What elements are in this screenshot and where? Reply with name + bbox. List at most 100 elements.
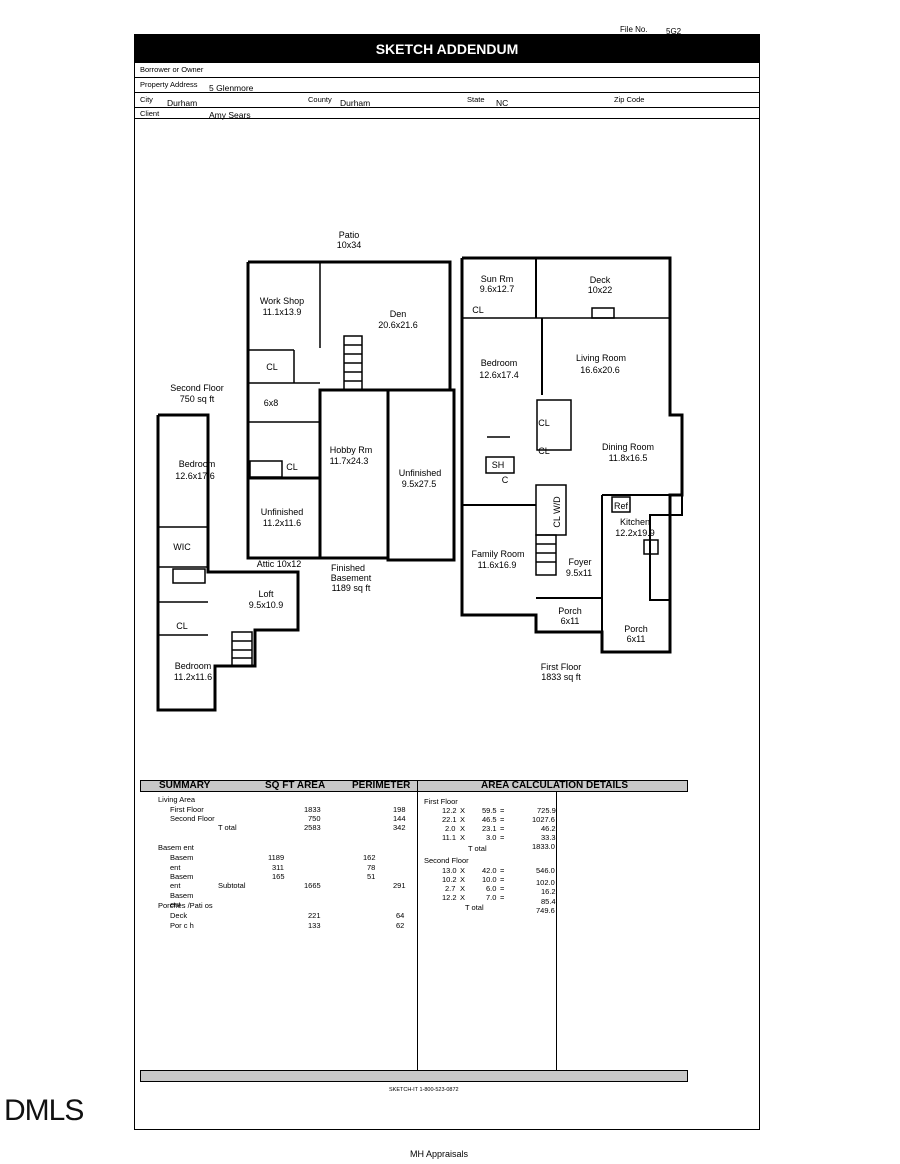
room-name: Sun Rm (481, 274, 514, 284)
calc-x-sign: X (460, 893, 466, 902)
client-row: Client Amy Sears (134, 108, 760, 120)
row-area: 750 (308, 814, 321, 823)
row-area: 1833 (304, 805, 321, 814)
floor-plan-sketch: Patio 10x34 Second Floor 750 sq ft Finis… (156, 230, 684, 712)
calc-b: 42.0 (482, 866, 497, 875)
room-name: Dining Room (602, 442, 654, 452)
calc-eq-sign: = (500, 866, 505, 875)
row-area: 2583 (304, 823, 321, 832)
room-name: CL (176, 621, 188, 631)
room-name: Work Shop (260, 296, 304, 306)
row-label: Basem (170, 891, 194, 900)
room-name: Foyer (568, 557, 591, 567)
room-size: 11.6x16.9 (478, 560, 517, 570)
row-perim: 291 (393, 881, 406, 890)
second-floor-title: Second Floor (170, 383, 224, 393)
room-name: Bedroom (179, 459, 216, 469)
calc-a: 12.2 (442, 806, 457, 815)
basement-title-2: Basement (331, 573, 372, 583)
row-perim: 62 (396, 921, 405, 930)
calc-a: 2.7 (445, 884, 456, 893)
borrower-label: Borrower or Owner (140, 65, 204, 74)
first-floor-calc-title: First Floor (424, 797, 458, 806)
row-area: 165 (272, 872, 285, 881)
row-subtotal-label: Subtotal (218, 881, 246, 890)
second-floor-outline (156, 413, 300, 712)
second-floor-area: 750 sq ft (180, 394, 215, 404)
calc-x-sign: X (460, 806, 466, 815)
row-perim: 144 (393, 814, 406, 823)
summary-bottom-bar (140, 1070, 688, 1082)
row-perim: 342 (393, 823, 406, 832)
city-label: City (140, 95, 153, 104)
column-divider (417, 780, 418, 1070)
calc-eq-sign: = (500, 824, 505, 833)
calc-b: 10.0 (482, 875, 497, 884)
calc-b: 3.0 (486, 833, 497, 842)
calc-x-sign: X (460, 866, 466, 875)
room-size: 9.5x10.9 (249, 600, 284, 610)
calc-details-heading: AREA CALCULATION DETAILS (481, 780, 629, 791)
room-size: 20.6x21.6 (378, 320, 418, 330)
calc-x-sign: X (460, 815, 466, 824)
basement-unfinished-right (386, 388, 456, 562)
row-area: 133 (308, 921, 321, 930)
calc-eq-sign: = (500, 815, 505, 824)
room-size: 11.8x16.5 (609, 453, 648, 463)
client-label: Client (140, 109, 160, 118)
porches-label: Porches /Pati os (158, 901, 213, 910)
room-name: Living Room (576, 353, 626, 363)
room-name: CL (266, 362, 278, 372)
calc-eq-sign: = (500, 884, 505, 893)
room-name: CL (538, 446, 550, 456)
page-title: SKETCH ADDENDUM (134, 34, 760, 63)
calc-result: 46.2 (541, 824, 556, 833)
calc-result: 1027.6 (532, 815, 555, 824)
calc-b: 7.0 (486, 893, 497, 902)
calc-total: 749.6 (536, 906, 555, 915)
room-name: Unfinished (261, 507, 304, 517)
room-size: 11.1x13.9 (263, 307, 302, 317)
room-name: Bedroom (175, 661, 212, 671)
room-size: 11.2x11.6 (174, 672, 212, 682)
company-name: MH Appraisals (410, 1149, 469, 1159)
location-row: City Durham County Durham State NC Zip C… (134, 93, 760, 108)
room-name: WIC (173, 542, 191, 552)
room-size: 6x11 (627, 634, 646, 644)
summary-header: SUMMARY SQ FT AREA PERIMETER AREA CALCUL… (140, 780, 688, 792)
room-size: 9.5x27.5 (402, 479, 437, 489)
room-name: Den (390, 309, 407, 319)
room-name: Ref (614, 501, 629, 511)
city-value: Durham (167, 98, 198, 108)
calc-b: 23.1 (482, 824, 497, 833)
sketch-credit: SKETCH-IT 1-800-523-0872 (389, 1087, 459, 1093)
room-size: 12.6x17.4 (479, 370, 519, 380)
sqft-heading: SQ FT AREA (265, 780, 326, 791)
property-value: 5 Glenmore (209, 83, 254, 93)
room-size: 9.5x11 (566, 568, 592, 578)
room-name: Porch (624, 624, 648, 634)
room-name: C (502, 475, 509, 485)
row-label: Second Floor (170, 814, 215, 823)
calc-a: 2.0 (445, 824, 456, 833)
room-name: Family Room (471, 549, 524, 559)
row-label: ent (170, 900, 181, 909)
basement-title-1: Finished (331, 563, 365, 573)
file-number-label: File No. (620, 25, 648, 34)
perimeter-heading: PERIMETER (352, 780, 411, 791)
row-label: Basem (170, 853, 194, 862)
state-value: NC (496, 98, 509, 108)
calc-result: 725.9 (537, 806, 556, 815)
row-perim: 51 (367, 872, 376, 881)
calc-a: 22.1 (442, 815, 457, 824)
room-name: Kitchen (620, 517, 650, 527)
basement-label: Basem ent (158, 843, 194, 852)
patio-size: 10x34 (337, 240, 362, 250)
room-name: CL W/D (552, 496, 562, 528)
room-size: 11.7x24.3 (330, 456, 369, 466)
calc-result: 33.3 (541, 833, 556, 842)
room-name: CL (538, 418, 550, 428)
calc-eq-sign: = (500, 893, 505, 902)
row-perim: 78 (367, 863, 376, 872)
calc-b: 59.5 (482, 806, 497, 815)
